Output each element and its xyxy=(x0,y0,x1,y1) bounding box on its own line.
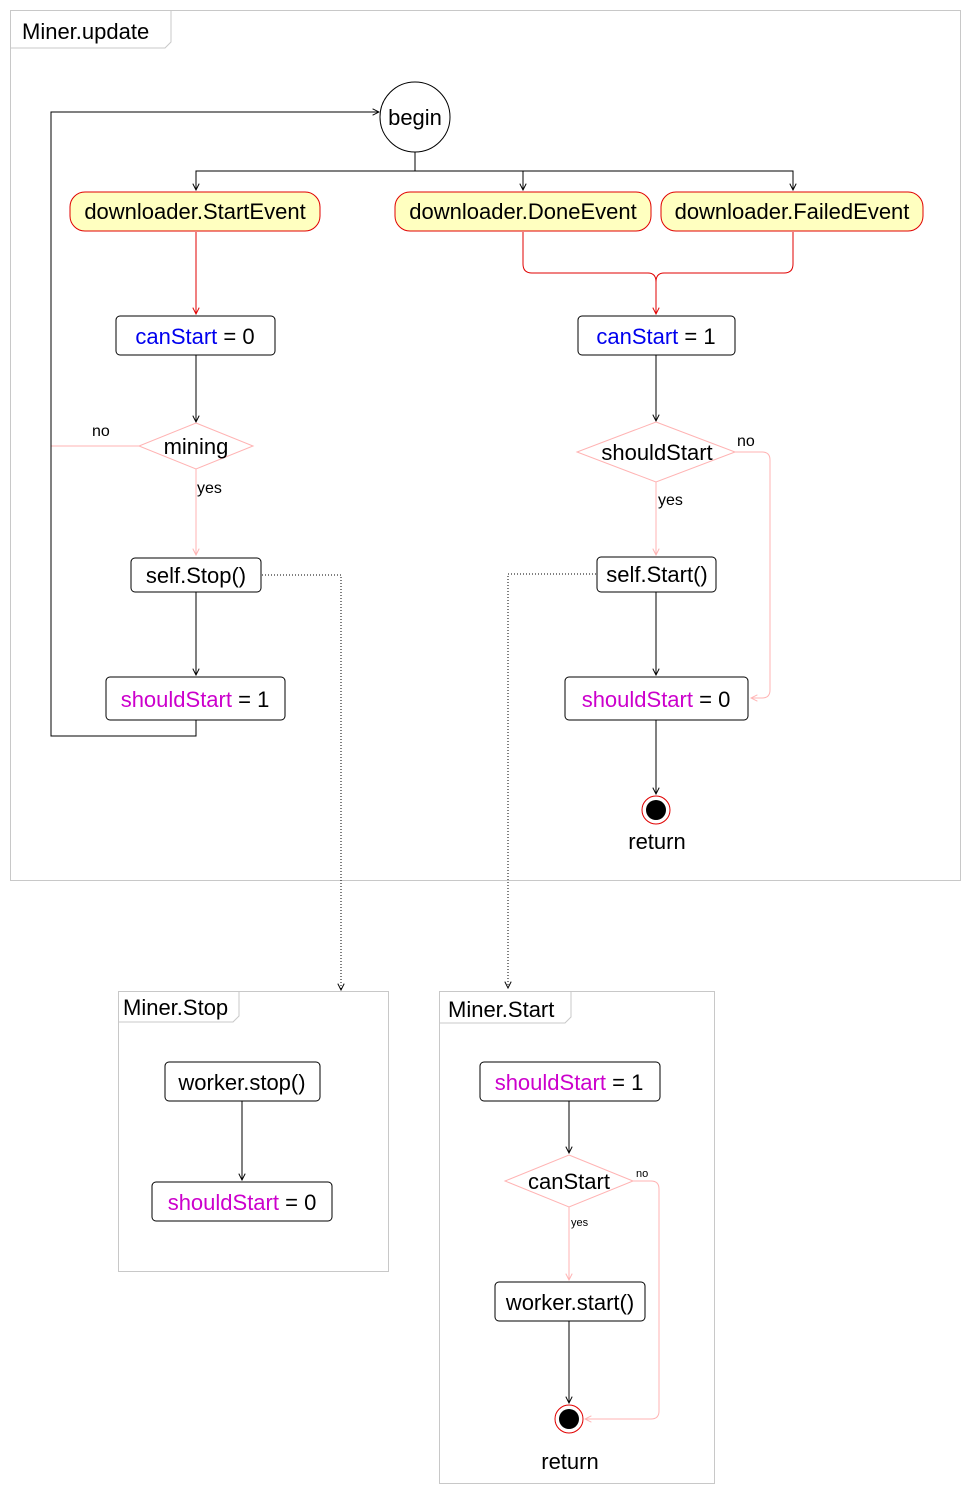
miner-start-title-tab xyxy=(439,991,572,1024)
should-start-decision: shouldStart xyxy=(575,421,737,483)
should-start-yes-label: yes xyxy=(658,492,683,509)
left-can-start-assign: canStart = 0 xyxy=(115,315,276,356)
svg-text:canStart = 1: canStart = 1 xyxy=(596,324,715,349)
worker-start-call: worker.start() xyxy=(494,1281,646,1322)
mining-yes-label: yes xyxy=(197,480,222,497)
event-edges xyxy=(196,232,794,314)
can-start-decision: canStart xyxy=(503,1154,635,1208)
svg-text:shouldStart = 1: shouldStart = 1 xyxy=(121,687,270,712)
svg-text:shouldStart = 0: shouldStart = 0 xyxy=(582,687,731,712)
can-start-yes-label: yes xyxy=(571,1217,589,1229)
should-start-no-label: no xyxy=(737,433,755,450)
done-event-label: downloader.DoneEvent xyxy=(409,199,637,224)
svg-text:canStart = 0: canStart = 0 xyxy=(135,324,254,349)
worker-start-label: worker.start() xyxy=(505,1290,634,1315)
update-return-node: return xyxy=(628,795,686,854)
should-start-decision-label: shouldStart xyxy=(601,440,712,465)
left-can-start-value: = 0 xyxy=(223,324,254,349)
worker-stop-call: worker.stop() xyxy=(164,1061,321,1102)
stop-should-start-assign: shouldStart = 0 xyxy=(151,1181,333,1222)
start-event-node: downloader.StartEvent xyxy=(69,191,321,232)
mining-decision-label: mining xyxy=(164,434,229,459)
edge-can-start-no xyxy=(585,1180,660,1419)
right-should-start-var: shouldStart xyxy=(582,687,693,712)
can-start-no-label: no xyxy=(636,1168,648,1180)
begin-label: begin xyxy=(388,105,442,130)
miner-stop-title: Miner.Stop xyxy=(123,995,228,1020)
mining-decision: mining xyxy=(137,422,255,470)
done-event-node: downloader.DoneEvent xyxy=(394,191,652,232)
begin-fanout-edges xyxy=(196,152,793,190)
miner-update-title-tab xyxy=(10,10,172,49)
start-should-start-assign: shouldStart = 1 xyxy=(479,1061,661,1102)
can-start-decision-label: canStart xyxy=(528,1169,610,1194)
miner-start-title: Miner.Start xyxy=(448,997,554,1022)
start-should-start-value: = 1 xyxy=(612,1070,643,1095)
stop-should-start-value: = 0 xyxy=(285,1190,316,1215)
right-should-start-assign: shouldStart = 0 xyxy=(564,676,749,721)
stop-should-start-var: shouldStart xyxy=(168,1190,279,1215)
link-self-start-to-miner-start xyxy=(508,573,596,988)
left-should-start-assign: shouldStart = 1 xyxy=(105,676,286,721)
start-return-node: return xyxy=(541,1404,599,1474)
edge-should-start-no xyxy=(735,451,771,698)
miner-start-frame: Miner.Start xyxy=(439,991,715,1484)
self-start-call: self.Start() xyxy=(596,556,717,593)
right-can-start-value: = 1 xyxy=(684,324,715,349)
left-should-start-var: shouldStart xyxy=(121,687,232,712)
failed-event-node: downloader.FailedEvent xyxy=(660,191,924,232)
begin-node: begin xyxy=(379,81,451,153)
link-self-stop-to-miner-stop xyxy=(262,574,341,990)
miner-update-frame: Miner.update xyxy=(10,10,961,881)
right-can-start-var: canStart xyxy=(596,324,678,349)
self-start-label: self.Start() xyxy=(606,562,707,587)
svg-text:shouldStart = 1: shouldStart = 1 xyxy=(495,1070,644,1095)
start-event-label: downloader.StartEvent xyxy=(84,199,305,224)
svg-text:shouldStart = 0: shouldStart = 0 xyxy=(168,1190,317,1215)
start-return-label: return xyxy=(541,1449,598,1474)
update-return-label: return xyxy=(628,829,685,854)
right-should-start-value: = 0 xyxy=(699,687,730,712)
worker-stop-label: worker.stop() xyxy=(177,1070,305,1095)
edge-loop-to-begin xyxy=(50,112,379,737)
miner-stop-title-tab xyxy=(118,991,240,1023)
failed-event-label: downloader.FailedEvent xyxy=(675,199,910,224)
right-can-start-assign: canStart = 1 xyxy=(577,315,736,356)
start-should-start-var: shouldStart xyxy=(495,1070,606,1095)
miner-update-title: Miner.update xyxy=(22,19,149,44)
left-can-start-var: canStart xyxy=(135,324,217,349)
left-should-start-value: = 1 xyxy=(238,687,269,712)
miner-stop-frame: Miner.Stop xyxy=(118,991,389,1272)
self-stop-call: self.Stop() xyxy=(130,557,262,593)
mining-no-label: no xyxy=(92,423,110,440)
self-stop-label: self.Stop() xyxy=(146,563,246,588)
